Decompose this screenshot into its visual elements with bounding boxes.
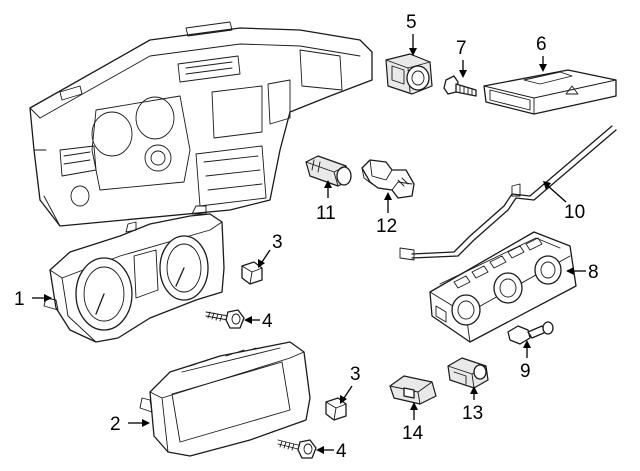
callout-2-label: 2 bbox=[110, 414, 121, 435]
callout-14-label: 14 bbox=[402, 423, 424, 444]
callout-7-label: 7 bbox=[456, 38, 467, 59]
callout-3-lower: 3 bbox=[340, 364, 361, 404]
callout-14: 14 bbox=[402, 402, 424, 444]
part-4-screw-lower bbox=[277, 439, 317, 459]
part-9-sensor bbox=[507, 321, 554, 345]
callout-1: 1 bbox=[14, 289, 52, 310]
part-14-switch bbox=[389, 375, 437, 405]
callout-9-label: 9 bbox=[520, 361, 531, 382]
callout-4-upper-label: 4 bbox=[262, 311, 273, 332]
part-2-instrument-cluster bbox=[139, 341, 311, 457]
callout-4-lower: 4 bbox=[316, 441, 347, 462]
callout-13: 13 bbox=[462, 386, 483, 424]
callout-9: 9 bbox=[520, 340, 531, 382]
callout-11: 11 bbox=[316, 180, 336, 224]
part-6-switch-panel bbox=[483, 69, 617, 115]
callout-8-label: 8 bbox=[588, 262, 599, 283]
callout-5: 5 bbox=[406, 12, 417, 56]
dashboard-illustration bbox=[29, 21, 373, 227]
callout-3-upper-label: 3 bbox=[272, 232, 283, 253]
callout-6-label: 6 bbox=[536, 34, 547, 55]
callout-4-upper: 4 bbox=[244, 311, 273, 332]
callout-12-label: 12 bbox=[376, 216, 397, 237]
part-8-climate-control bbox=[429, 231, 577, 343]
part-12-switch bbox=[361, 159, 415, 199]
callout-8: 8 bbox=[566, 262, 599, 283]
callout-12: 12 bbox=[376, 192, 397, 237]
callout-10: 10 bbox=[543, 181, 585, 223]
callout-3-lower-label: 3 bbox=[350, 364, 361, 385]
part-1-instrument-cluster bbox=[43, 205, 225, 343]
callout-2: 2 bbox=[110, 414, 150, 435]
callout-5-label: 5 bbox=[406, 12, 417, 33]
part-3-clip-lower bbox=[325, 397, 347, 421]
callout-3-upper: 3 bbox=[258, 232, 283, 268]
callout-4-lower-label: 4 bbox=[336, 441, 347, 462]
callout-1-label: 1 bbox=[14, 289, 25, 310]
part-3-clip-upper bbox=[241, 261, 263, 285]
callout-11-label: 11 bbox=[316, 203, 336, 224]
callout-10-label: 10 bbox=[564, 202, 585, 223]
part-11-switch bbox=[305, 155, 352, 187]
part-5-headlamp-switch bbox=[385, 53, 433, 95]
part-10-cable bbox=[399, 125, 617, 261]
callout-13-label: 13 bbox=[462, 403, 483, 424]
part-7-screw bbox=[443, 75, 477, 97]
callout-6: 6 bbox=[536, 34, 547, 72]
part-4-screw-upper bbox=[205, 309, 245, 329]
part-13-switch bbox=[447, 357, 489, 389]
callout-7: 7 bbox=[456, 38, 467, 78]
